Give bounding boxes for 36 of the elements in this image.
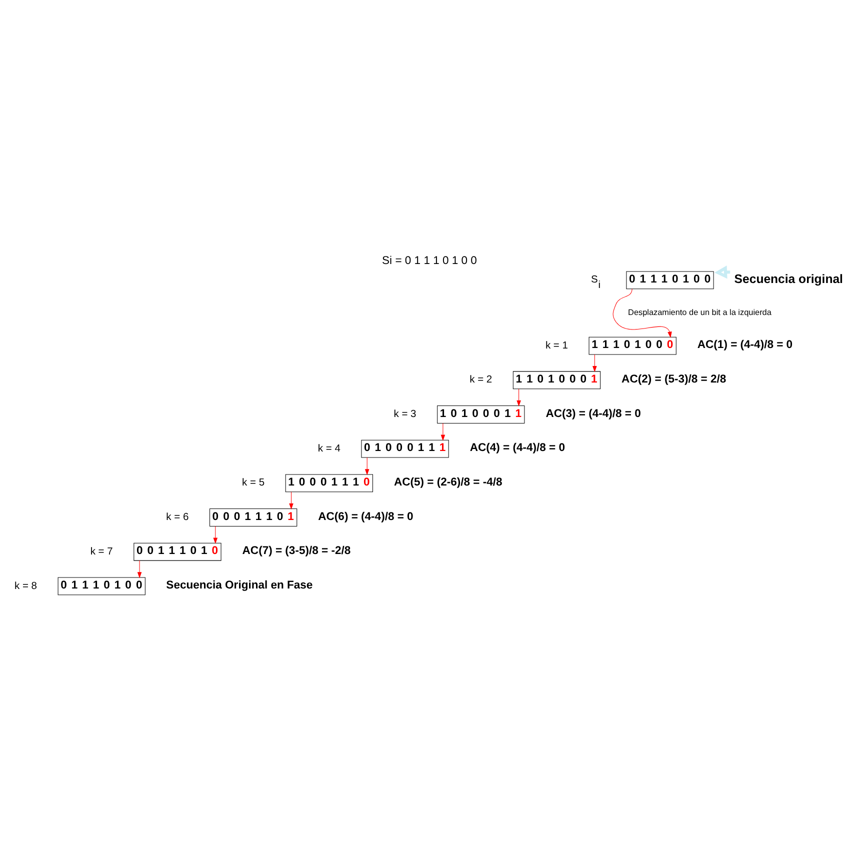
node-label: k = 2 <box>470 374 492 386</box>
node-box: 0 1 1 1 0 1 0 0 <box>626 271 714 290</box>
node-label: k = 6 <box>166 512 189 524</box>
node-box: 0 1 1 1 0 1 0 0 <box>58 577 146 596</box>
node-label: k = 8 <box>14 580 38 592</box>
node-label: k = 7 <box>90 546 113 558</box>
arrow <box>364 457 370 476</box>
arrow <box>612 288 672 338</box>
node-box: 0 1 0 0 0 1 1 1 <box>361 440 449 458</box>
node-text: Secuencia original <box>734 272 843 286</box>
node-label: k = 1 <box>545 340 568 352</box>
node-label: AC(1) = (4-4)/8 = 0 <box>697 339 793 352</box>
node-label: AC(6) = (4-4)/8 = 0 <box>318 510 414 523</box>
node-label: AC(7) = (3-5)/8 = -2/8 <box>242 545 351 558</box>
node-box: 1 1 1 0 1 0 0 0 <box>588 336 676 355</box>
node-box: 1 0 0 0 1 1 1 0 <box>285 474 373 492</box>
node-label: AC(4) = (4-4)/8 = 0 <box>470 442 566 454</box>
node-label: k = 5 <box>242 478 265 489</box>
node-box: 0 0 0 1 1 1 0 1 <box>210 508 298 526</box>
node-box: 1 1 0 1 0 0 0 1 <box>512 371 601 390</box>
node-box: 0 0 1 1 1 0 1 0 <box>134 542 222 561</box>
node-label: AC(5) = (2-6)/8 = -4/8 <box>394 476 502 489</box>
diagram-title: Si = 0 1 1 1 0 1 0 0 <box>382 255 477 268</box>
node-label: k = 4 <box>318 443 340 454</box>
arrow <box>516 388 521 407</box>
node-box: 1 0 1 0 0 0 1 1 <box>437 406 525 424</box>
node-label: k = 3 <box>394 409 416 420</box>
arrow <box>137 560 142 578</box>
node-label: AC(3) = (4-4)/8 = 0 <box>546 408 641 420</box>
arrow <box>592 354 597 372</box>
label: Desplazamiento de un bit a la izquierda <box>628 308 772 317</box>
arrow <box>289 492 294 510</box>
arrow <box>440 422 446 441</box>
node-label: AC(2) = (5-3)/8 = 2/8 <box>622 374 726 386</box>
node-label: Secuencia Original en Fase <box>166 580 313 592</box>
arrow <box>213 526 218 544</box>
